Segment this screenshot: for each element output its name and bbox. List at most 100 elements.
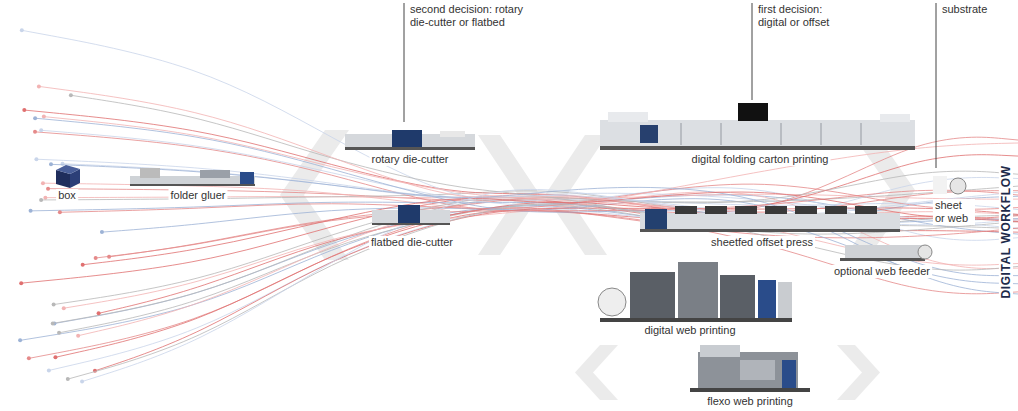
flow-end-dot <box>49 162 53 166</box>
machine-part <box>640 213 900 230</box>
machine-part <box>698 352 798 390</box>
flow-end-dot <box>34 157 38 161</box>
chevron <box>837 345 880 400</box>
machine-part <box>240 172 254 184</box>
flow-line <box>54 195 1018 324</box>
machine-part <box>860 123 862 145</box>
leader-line <box>936 3 937 168</box>
flow-end-dot <box>57 331 61 335</box>
flow-line <box>82 189 1018 381</box>
flow-line <box>22 30 1018 209</box>
machine-label: box <box>56 189 78 202</box>
machine-part <box>795 206 817 214</box>
flow-end-dot <box>100 230 104 234</box>
flow-end-dot <box>20 28 24 32</box>
side-title: DIGITAL WORKFLOW <box>999 163 1013 300</box>
substrate-sheet <box>933 176 966 194</box>
machine-label: folder gluer <box>168 189 227 202</box>
flow-line <box>54 171 1018 304</box>
machine-part <box>678 262 718 319</box>
flow-end-dot <box>39 198 43 202</box>
flow-end-dot <box>80 380 84 384</box>
machine-label: first decision: digital or offset <box>756 3 840 29</box>
digital-carton-press <box>600 103 915 150</box>
flatbed-die-cutter <box>372 205 450 225</box>
machine-part <box>675 206 697 214</box>
flow-line <box>24 110 1018 221</box>
chevron-group <box>280 125 915 400</box>
flow-line <box>20 196 1018 340</box>
flow-line <box>64 143 1018 308</box>
machine-part <box>372 223 450 225</box>
roll <box>598 288 626 316</box>
flow-line <box>35 132 1018 294</box>
flow-end-dot <box>52 303 56 307</box>
machine-part <box>700 345 740 357</box>
flow-end-dot <box>94 256 98 260</box>
box-icon <box>56 165 80 188</box>
folder-gluer <box>130 168 255 186</box>
flow-line <box>59 205 1018 333</box>
machine-part <box>765 206 787 214</box>
flow-end-dot <box>33 130 37 134</box>
flow-end-dot <box>51 321 55 325</box>
flow-end-dot <box>27 356 31 360</box>
machine-part <box>680 123 682 145</box>
machine-part <box>840 258 925 261</box>
flow-line <box>68 204 1018 379</box>
machine-part <box>645 209 667 229</box>
flow-end-dot <box>41 181 45 185</box>
machine-part <box>782 360 796 390</box>
machine-part <box>690 388 810 392</box>
flow-end-dot <box>19 281 23 285</box>
machine-part <box>140 168 160 178</box>
machine-part <box>720 123 722 145</box>
flow-line <box>83 192 1018 265</box>
machine-label: rotary die-cutter <box>369 153 450 166</box>
sheetfed-offset-press <box>640 206 900 232</box>
machine-label: digital folding carton printing <box>690 153 831 166</box>
flow-line <box>78 194 1018 335</box>
machine-part <box>880 114 910 122</box>
machine-part <box>720 275 755 319</box>
machine-label: second decision: rotary die-cutter or fl… <box>408 3 542 29</box>
flow-end-dot <box>81 263 85 267</box>
web-feeder <box>840 245 932 261</box>
machine-label: flexo web printing <box>705 395 795 408</box>
flow-end-dot <box>46 187 50 191</box>
machine-label: sheetfed offset press <box>709 236 815 249</box>
flow-end-dot <box>47 368 51 372</box>
machine-part <box>345 147 475 150</box>
flow-end-dot <box>33 116 37 120</box>
machine-part <box>933 176 947 194</box>
machine-part <box>740 360 775 380</box>
machine-part <box>825 206 847 214</box>
machine-part <box>392 130 422 148</box>
machine-part <box>778 282 792 320</box>
flow-end-dot <box>42 115 46 119</box>
flow-line <box>39 86 1018 265</box>
flow-end-dot <box>18 338 22 342</box>
machine-part <box>820 123 822 145</box>
roll <box>918 245 932 259</box>
machine-part <box>600 318 792 322</box>
flow-lines <box>18 28 1018 383</box>
flow-end-dot <box>62 306 66 310</box>
digital-web-press <box>598 262 792 322</box>
flow-end-dot <box>53 355 57 359</box>
machine-part <box>608 112 648 122</box>
machine-part <box>705 206 727 214</box>
machine-part <box>780 123 782 145</box>
flow-end-dot <box>22 108 26 112</box>
machine-part <box>630 272 675 319</box>
machine-part <box>200 170 230 178</box>
machine-label: optional web feeder <box>832 265 932 278</box>
machine-part <box>130 184 255 186</box>
machine-part <box>398 205 420 224</box>
machine-label: flatbed die-cutter <box>369 236 455 249</box>
flow-end-dot <box>43 196 47 200</box>
machine-part <box>738 103 768 121</box>
flow-end-dot <box>66 377 70 381</box>
